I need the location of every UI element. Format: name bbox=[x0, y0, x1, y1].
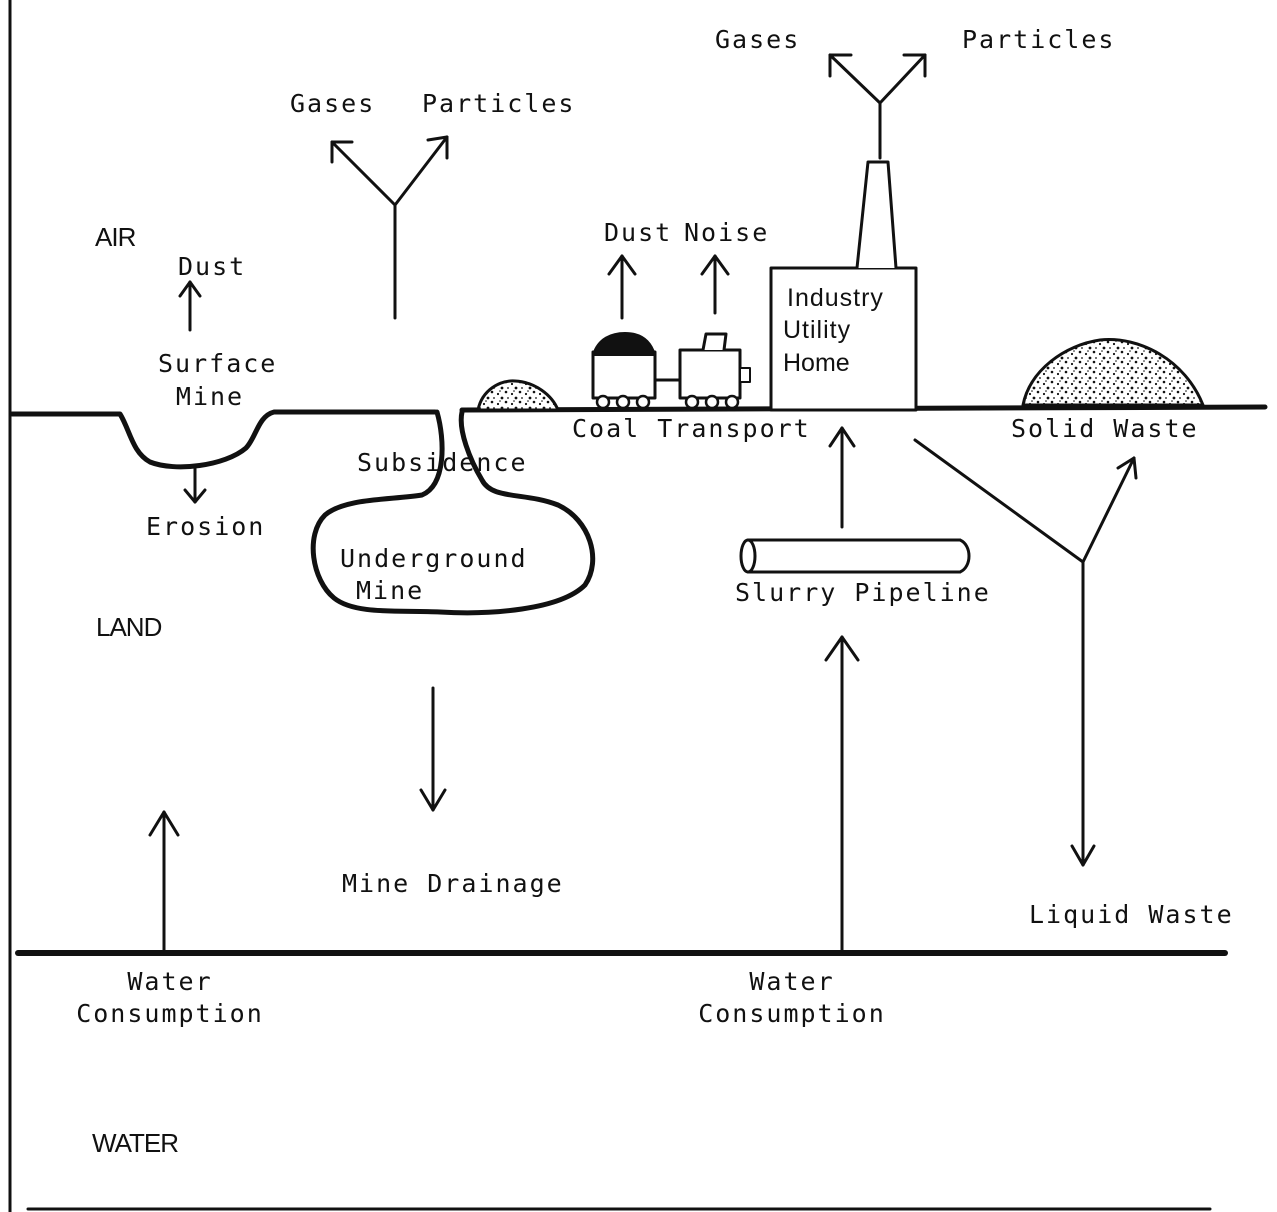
underground-mine-label-line1: Underground bbox=[340, 544, 528, 573]
slurry-pipeline-icon bbox=[739, 538, 971, 574]
region-air-label: AIR bbox=[95, 222, 136, 252]
facility-building bbox=[769, 266, 918, 412]
mine-drainage-label: Mine Drainage bbox=[342, 869, 564, 898]
stack-particles-label: Particles bbox=[962, 25, 1116, 54]
facility-label-industry: Industry bbox=[787, 284, 884, 312]
transport-noise-label: Noise bbox=[684, 218, 770, 247]
coal-transport-label: Coal Transport bbox=[572, 414, 811, 443]
left-water-label-line2: Consumption bbox=[76, 999, 264, 1028]
right-water-label-line1: Water bbox=[749, 967, 835, 996]
underground-mine-outline bbox=[310, 409, 596, 616]
facility-label-utility: Utility bbox=[783, 316, 852, 344]
ground-surface-line bbox=[9, 409, 438, 470]
region-land-label: LAND bbox=[96, 612, 162, 642]
erosion-label: Erosion bbox=[146, 512, 266, 541]
coal-train-icon bbox=[591, 332, 751, 410]
right-water-label-line2: Consumption bbox=[698, 999, 886, 1028]
mine-gases-label: Gases bbox=[290, 89, 376, 118]
smokestack bbox=[855, 160, 898, 270]
underground-mine-label-line2: Mine bbox=[356, 576, 425, 605]
surface-mine-label-line1: Surface bbox=[158, 349, 278, 378]
solid-waste-label: Solid Waste bbox=[1011, 414, 1199, 443]
region-water-label: WATER bbox=[92, 1128, 179, 1158]
left-water-label-line1: Water bbox=[127, 967, 213, 996]
waste-branch-line bbox=[913, 438, 1085, 564]
liquid-waste-label: Liquid Waste bbox=[1029, 900, 1234, 929]
surface-mine-label-line2: Mine bbox=[175, 382, 245, 411]
solid-waste-pile bbox=[1021, 338, 1205, 407]
transport-dust-label: Dust bbox=[604, 218, 673, 247]
stack-gases-label: Gases bbox=[715, 25, 801, 54]
small-coal-pile bbox=[476, 379, 560, 412]
surface-dust-label: Dust bbox=[178, 252, 247, 281]
subsidence-label: Subsidence bbox=[357, 448, 528, 477]
facility-label-home: Home bbox=[783, 349, 850, 377]
mine-particles-label: Particles bbox=[422, 89, 576, 118]
slurry-pipeline-label: Slurry Pipeline bbox=[735, 578, 991, 607]
